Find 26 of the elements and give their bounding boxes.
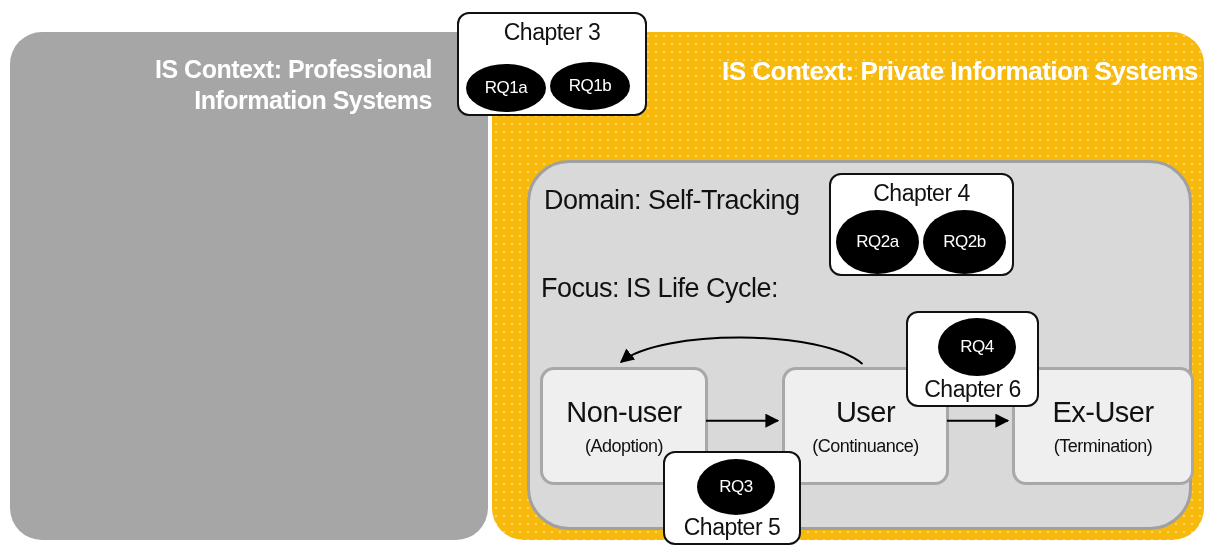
research-question-ellipse: RQ2b <box>923 210 1006 274</box>
chapter-box <box>906 311 1039 407</box>
arrow <box>946 413 1010 428</box>
arrow <box>705 413 780 428</box>
state-sublabel: (Termination) <box>1052 436 1154 457</box>
research-question-ellipse: RQ2a <box>836 210 919 274</box>
state-sublabel: (Continuance) <box>811 436 920 457</box>
focus-label: Focus: IS Life Cycle: <box>541 273 779 304</box>
context-panel <box>10 32 488 540</box>
state-label: Ex-User <box>1051 396 1155 429</box>
research-question-ellipse: RQ4 <box>938 318 1016 376</box>
chapter-label: Chapter 3 <box>502 20 602 45</box>
state-label: User <box>834 396 897 429</box>
domain-label: Domain: Self-Tracking <box>544 185 800 216</box>
panel-title: IS Context: Private Information Systems <box>721 56 1198 87</box>
panel-title: IS Context: Professional Information Systems <box>154 54 432 116</box>
state-sublabel: (Adoption) <box>583 436 665 457</box>
chapter-label: Chapter 6 <box>923 377 1022 402</box>
research-question-ellipse: RQ1a <box>466 64 546 112</box>
chapter-box <box>829 173 1014 276</box>
chapter-label: Chapter 5 <box>682 515 782 540</box>
state-box <box>540 367 708 485</box>
state-label: Non-user <box>565 396 683 429</box>
arrow <box>619 336 864 365</box>
research-question-ellipse: RQ3 <box>697 459 775 515</box>
chapter-label: Chapter 4 <box>872 181 971 206</box>
